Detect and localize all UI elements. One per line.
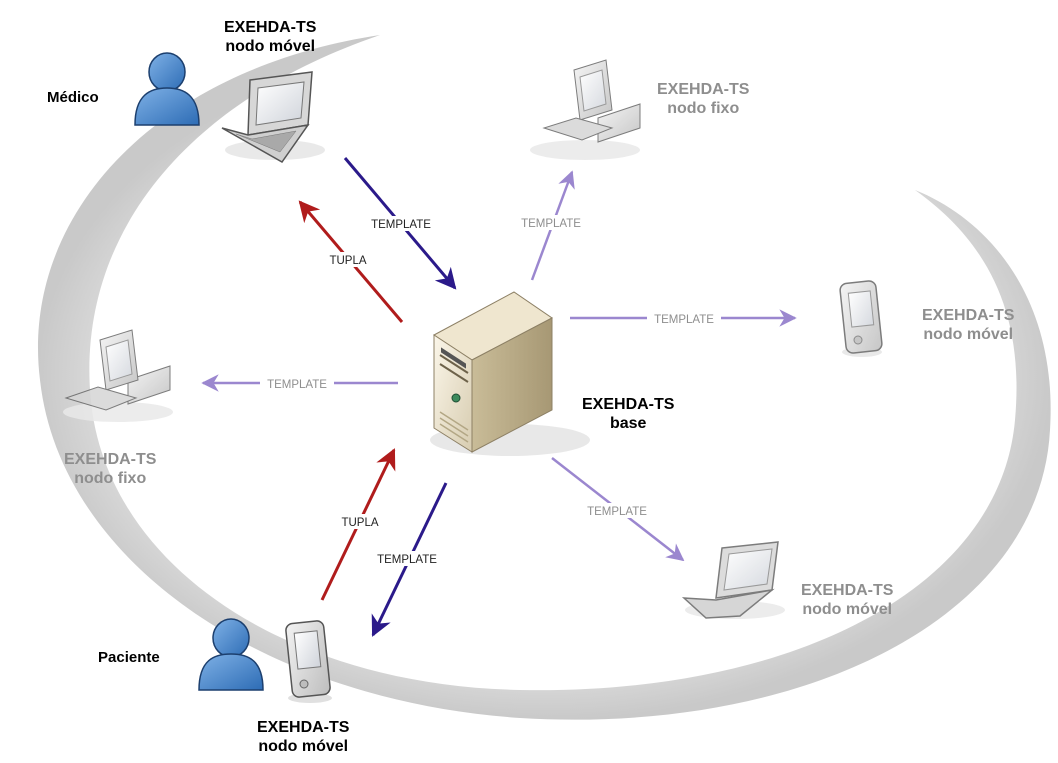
edge-label-top-right-template: TEMPLATE xyxy=(521,218,581,230)
node-label-medico-laptop-line2: nodo móvel xyxy=(225,38,316,55)
top-right-desktop-icon xyxy=(530,59,641,160)
node-label-right-pda-line2: nodo móvel xyxy=(923,326,1014,343)
node-label-bottom-right-laptop: EXEHDA-TS nodo móvel xyxy=(801,581,893,619)
node-label-right-pda-line1: EXEHDA-TS xyxy=(922,307,1015,324)
edge-labels: TEMPLATE TUPLA TEMPLATE TEMPLATE TEMPLAT… xyxy=(260,215,721,566)
bottom-right-laptop-icon xyxy=(681,541,785,619)
node-label-top-right-desktop-line1: EXEHDA-TS xyxy=(657,81,750,98)
node-label-left-desktop: EXEHDA-TS nodo fixo xyxy=(64,450,156,488)
node-label-bottom-right-laptop-line1: EXEHDA-TS xyxy=(801,582,894,599)
node-label-paciente-pda-line1: EXEHDA-TS xyxy=(257,719,350,736)
edge-label-paciente-tupla: TUPLA xyxy=(341,517,378,529)
node-label-bottom-right-laptop-line2: nodo móvel xyxy=(802,601,893,618)
node-label-base-line1: EXEHDA-TS xyxy=(582,396,675,413)
node-label-top-right-desktop: EXEHDA-TS nodo fixo xyxy=(657,80,749,118)
doctor-person-icon xyxy=(134,52,200,126)
node-label-base: EXEHDA-TS base xyxy=(582,395,674,433)
node-label-right-pda: EXEHDA-TS nodo móvel xyxy=(922,306,1014,344)
node-label-left-desktop-line2: nodo fixo xyxy=(74,470,147,487)
node-label-paciente-pda-line2: nodo móvel xyxy=(258,738,349,755)
node-label-medico-laptop: EXEHDA-TS nodo móvel xyxy=(224,18,316,56)
edge-label-right-template: TEMPLATE xyxy=(654,314,714,326)
patient-person-icon xyxy=(198,618,264,691)
edge-label-medico-tupla: TUPLA xyxy=(329,255,366,267)
node-label-paciente-pda: EXEHDA-TS nodo móvel xyxy=(257,718,349,756)
actor-label-medico: Médico xyxy=(47,89,99,106)
actor-label-paciente: Paciente xyxy=(98,649,160,666)
node-label-base-line2: base xyxy=(609,415,647,432)
node-label-medico-laptop-line1: EXEHDA-TS xyxy=(224,19,317,36)
node-label-top-right-desktop-line2: nodo fixo xyxy=(667,100,740,117)
doctor-laptop-icon xyxy=(221,71,325,163)
edge-label-medico-template: TEMPLATE xyxy=(371,219,431,231)
edge-label-paciente-template: TEMPLATE xyxy=(377,554,437,566)
server-icon xyxy=(430,291,590,456)
edge-label-bottom-right-template: TEMPLATE xyxy=(587,506,647,518)
left-desktop-icon xyxy=(63,329,173,422)
node-label-left-desktop-line1: EXEHDA-TS xyxy=(64,451,157,468)
edge-label-left-template: TEMPLATE xyxy=(267,379,327,391)
patient-pda-icon xyxy=(285,620,332,703)
right-pda-icon xyxy=(839,280,883,357)
